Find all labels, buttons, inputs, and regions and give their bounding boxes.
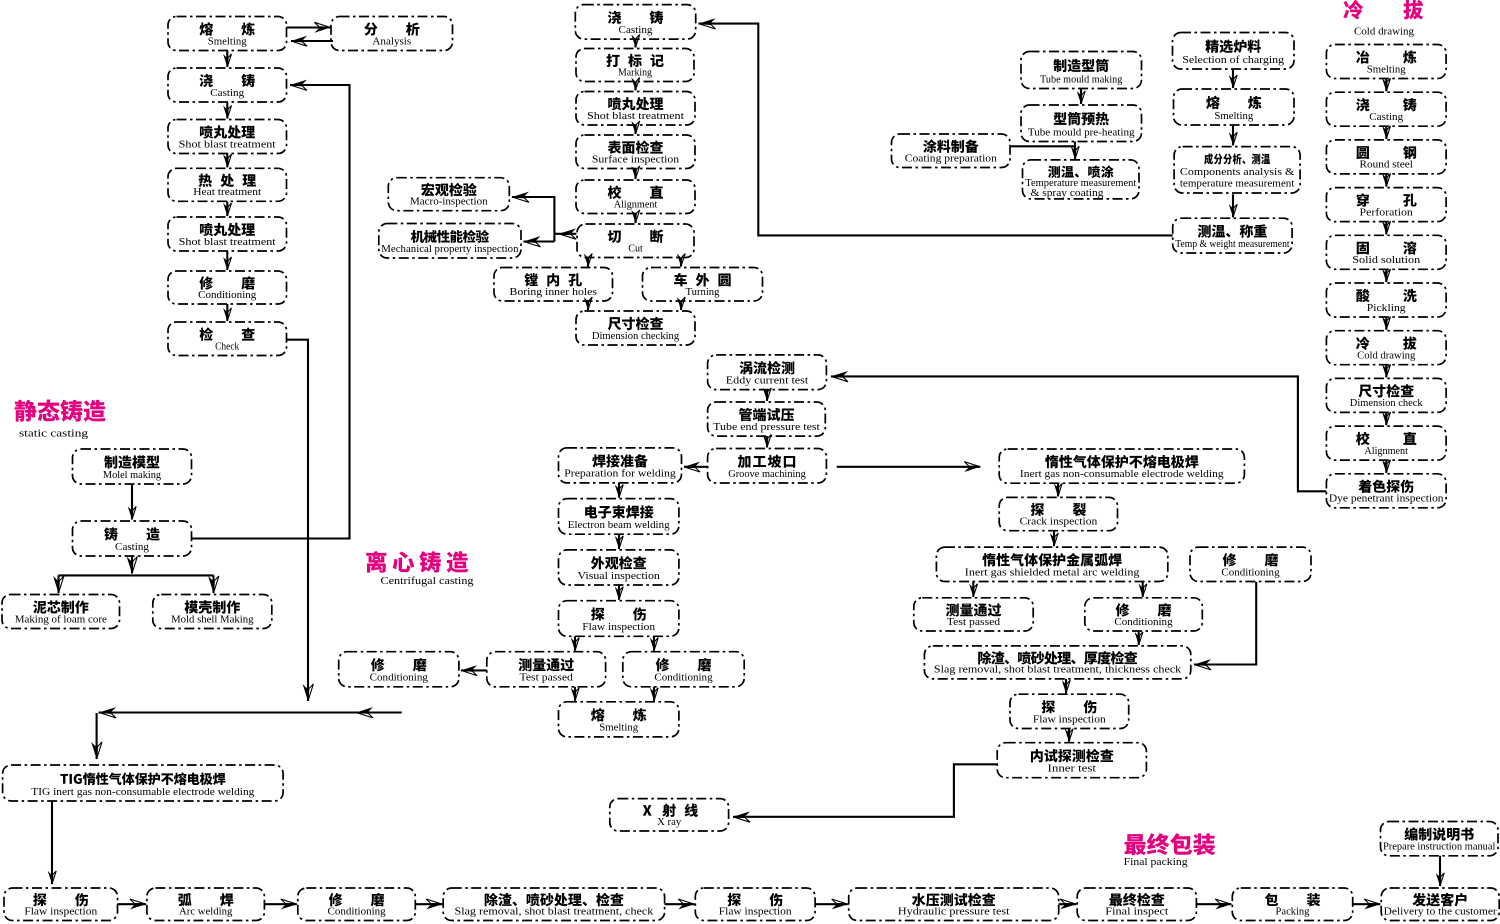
svg-text:Casting: Casting — [619, 25, 654, 36]
svg-text:Flaw inspection: Flaw inspection — [582, 622, 656, 633]
svg-text:Components analysis &: Components analysis & — [1180, 167, 1295, 178]
svg-text:Arc welding: Arc welding — [179, 906, 233, 917]
svg-text:Tube mould pre-heating: Tube mould pre-heating — [1028, 127, 1135, 138]
svg-text:Smelting: Smelting — [208, 36, 248, 47]
svg-text:Pickling: Pickling — [1367, 303, 1407, 314]
svg-text:Cut: Cut — [628, 243, 643, 254]
svg-text:Conditioning: Conditioning — [328, 906, 387, 917]
svg-text:Centrifugal casting: Centrifugal casting — [381, 576, 475, 587]
svg-text:Check: Check — [215, 341, 240, 352]
svg-text:Marking: Marking — [618, 67, 653, 78]
svg-text:Hydraulic pressure test: Hydraulic pressure test — [898, 906, 1010, 917]
svg-text:Conditioning: Conditioning — [198, 290, 257, 301]
svg-text:Electron beam welding: Electron beam welding — [568, 520, 671, 531]
svg-text:Test passed: Test passed — [520, 673, 574, 684]
svg-text:Flaw inspection: Flaw inspection — [1033, 714, 1107, 725]
svg-text:Inert gas shielded metal arc w: Inert gas shielded metal arc welding — [965, 567, 1140, 578]
svg-text:Solid solution: Solid solution — [1352, 255, 1421, 266]
svg-text:Final packing: Final packing — [1124, 857, 1189, 868]
svg-text:Surface inspection: Surface inspection — [592, 154, 680, 165]
svg-text:static casting: static casting — [19, 429, 89, 440]
svg-text:Slag removal, shot blast treat: Slag removal, shot blast treatment, thic… — [934, 665, 1182, 676]
svg-text:Macro-inspection: Macro-inspection — [410, 197, 488, 208]
svg-text:Smelting: Smelting — [1214, 111, 1254, 122]
svg-text:Mold shell Making: Mold shell Making — [171, 614, 254, 625]
svg-text:temperature measurement: temperature measurement — [1180, 179, 1295, 190]
svg-text:Inert gas non-consumable elect: Inert gas non-consumable electrode weldi… — [1020, 469, 1225, 480]
svg-text:Dye penetrant inspection: Dye penetrant inspection — [1329, 494, 1445, 505]
svg-text:Selection of charging: Selection of charging — [1182, 55, 1285, 66]
svg-text:Temperature measurement: Temperature measurement — [1025, 178, 1136, 189]
svg-text:Inner test: Inner test — [1048, 764, 1097, 775]
svg-text:Mechanical property inspection: Mechanical property inspection — [381, 244, 519, 255]
svg-text:Alignment: Alignment — [614, 199, 658, 210]
svg-text:Casting: Casting — [1369, 112, 1404, 123]
svg-text:Visual inspection: Visual inspection — [578, 571, 661, 582]
svg-text:Packing: Packing — [1276, 906, 1311, 917]
svg-text:Analysis: Analysis — [372, 36, 411, 47]
svg-text:Crack inspection: Crack inspection — [1020, 517, 1098, 528]
svg-text:Tube mould making: Tube mould making — [1040, 74, 1123, 85]
svg-text:Conditioning: Conditioning — [1221, 567, 1280, 578]
svg-text:Turning: Turning — [686, 287, 721, 298]
svg-text:Prepare instruction manual: Prepare instruction manual — [1383, 842, 1496, 853]
svg-text:Casting: Casting — [210, 88, 245, 99]
svg-text:Shot blast treatment: Shot blast treatment — [587, 111, 684, 122]
svg-text:Flaw inspection: Flaw inspection — [719, 906, 793, 917]
svg-text:Conditioning: Conditioning — [1114, 617, 1173, 628]
svg-text:X ray: X ray — [657, 817, 682, 828]
svg-text:Dimension checking: Dimension checking — [592, 331, 680, 342]
svg-text:Heat treatment: Heat treatment — [193, 187, 261, 198]
svg-text:Perforation: Perforation — [1360, 207, 1414, 218]
svg-text:Cold drawing: Cold drawing — [1357, 351, 1416, 362]
svg-text:Conditioning: Conditioning — [370, 673, 429, 684]
svg-text:Slag removal, shot blast treat: Slag removal, shot blast treatment, chec… — [455, 906, 655, 917]
svg-text:Cold drawing: Cold drawing — [1354, 27, 1415, 38]
svg-text:Boring inner holes: Boring inner holes — [510, 287, 597, 298]
svg-text:Final inspect: Final inspect — [1105, 906, 1168, 917]
svg-text:Smelting: Smelting — [1367, 64, 1407, 75]
svg-text:Conditioning: Conditioning — [654, 673, 713, 684]
svg-text:Alignment: Alignment — [1364, 446, 1408, 457]
svg-text:Flaw inspection: Flaw inspection — [24, 906, 98, 917]
svg-text:Round steel: Round steel — [1360, 160, 1413, 171]
svg-text:TIG inert gas non-consumable e: TIG inert gas non-consumable electrode w… — [31, 787, 255, 798]
svg-text:Shot blast treatment: Shot blast treatment — [179, 237, 276, 248]
svg-text:Tube end pressure test: Tube end pressure test — [713, 422, 820, 433]
svg-text:Temp & weight measurement: Temp & weight measurement — [1175, 239, 1289, 250]
svg-text:Preparation for welding: Preparation for welding — [564, 469, 676, 480]
svg-text:Casting: Casting — [115, 542, 150, 553]
svg-text:Dimension check: Dimension check — [1350, 398, 1424, 409]
svg-text:Making of loam core: Making of loam core — [15, 614, 107, 625]
svg-text:Coating preparation: Coating preparation — [905, 153, 998, 164]
svg-text:Smelting: Smelting — [599, 723, 639, 734]
svg-text:Delivery to the customer: Delivery to the customer — [1384, 906, 1498, 917]
svg-text:Shot blast treatment: Shot blast treatment — [179, 139, 276, 150]
svg-text:Eddy current test: Eddy current test — [726, 375, 808, 386]
svg-text:Molel making: Molel making — [103, 470, 162, 481]
svg-text:Groove machining: Groove machining — [728, 469, 806, 480]
svg-text:& spray coating: & spray coating — [1031, 188, 1105, 199]
svg-text:Test passed: Test passed — [947, 617, 1001, 628]
